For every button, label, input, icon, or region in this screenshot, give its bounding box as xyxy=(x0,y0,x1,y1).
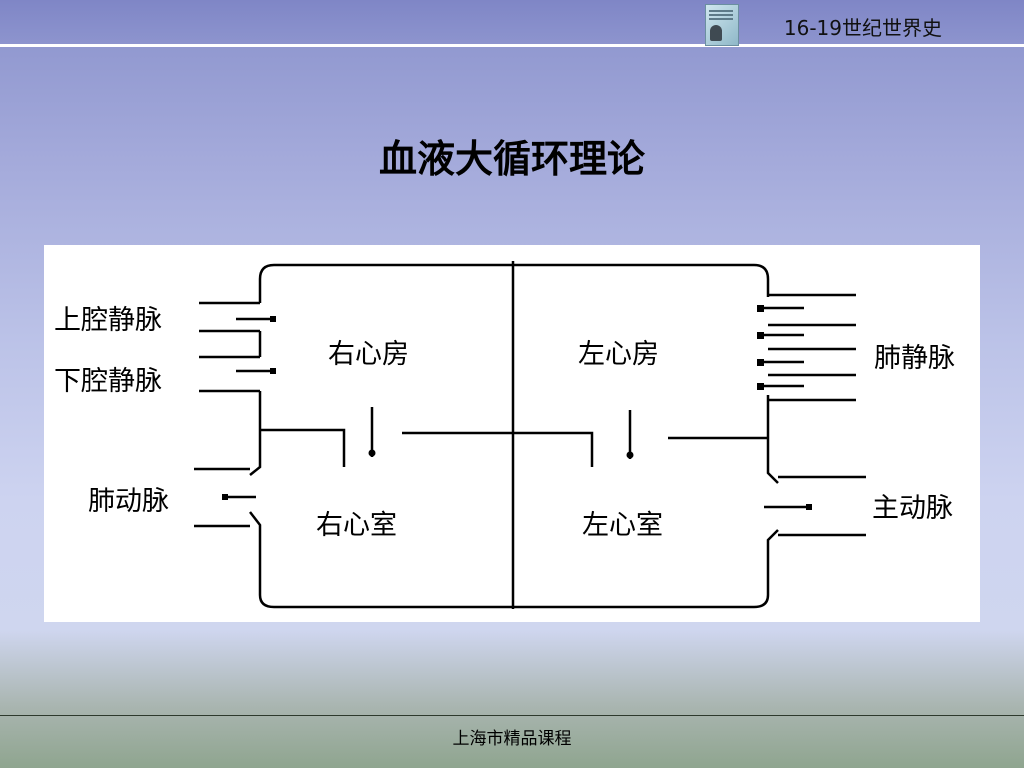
top-bar: 16-19世纪世界史 xyxy=(0,0,1024,47)
pulmonary-vein-label: 肺静脉 xyxy=(874,343,955,374)
book-cover-icon xyxy=(705,4,739,46)
diagram-lines xyxy=(194,261,866,609)
course-title: 16-19世纪世界史 xyxy=(783,16,942,40)
pulmonary-artery-label: 肺动脉 xyxy=(88,486,169,517)
aorta-label: 主动脉 xyxy=(872,493,953,524)
slide-title: 血液大循环理论 xyxy=(378,136,645,181)
heart-circulation-diagram: 右心房 右心室 左心房 左心室 上腔静脉 下腔静脉 肺动脉 肺静脉 主动脉 xyxy=(44,245,980,622)
right-atrium-label: 右心房 xyxy=(328,339,409,370)
inferior-vena-cava-label: 下腔静脉 xyxy=(54,366,162,397)
right-ventricle-label: 右心室 xyxy=(316,510,397,541)
superior-vena-cava-label: 上腔静脉 xyxy=(54,305,162,336)
footer-text: 上海市精品课程 xyxy=(452,729,572,749)
left-atrium-label: 左心房 xyxy=(578,339,659,370)
footer-divider xyxy=(0,715,1024,716)
left-ventricle-label: 左心室 xyxy=(582,510,663,541)
